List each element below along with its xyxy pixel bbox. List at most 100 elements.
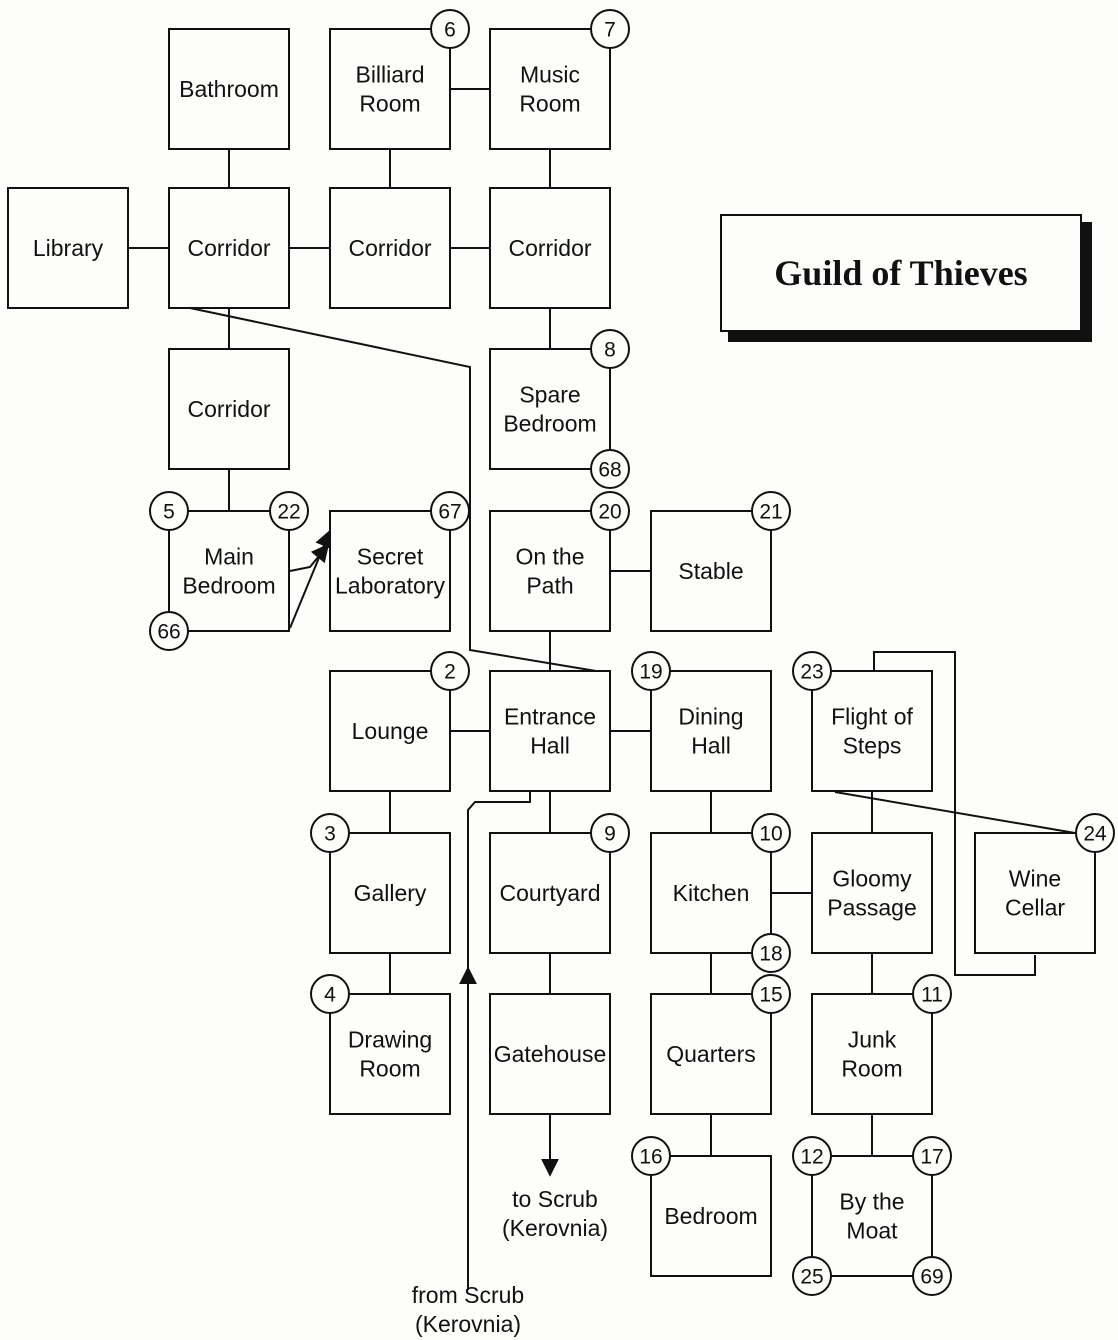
- room-label: Corridor: [348, 235, 431, 261]
- badge-number: 9: [604, 823, 616, 846]
- room-box: [489, 28, 611, 150]
- badge-number: 11: [921, 984, 943, 1007]
- location-number-badge: 5: [149, 491, 189, 531]
- badge-number: 66: [157, 621, 180, 644]
- badge-number: 7: [604, 19, 616, 42]
- room-box: [811, 832, 933, 954]
- room-label: Drawing: [348, 1027, 432, 1053]
- room-label: Bedroom: [503, 411, 596, 437]
- badge-number: 68: [598, 459, 621, 482]
- room-label: Steps: [843, 733, 902, 759]
- room-box: [489, 993, 611, 1115]
- exit-label-line: (Kerovnia): [415, 1311, 521, 1337]
- connection-lines: [128, 88, 1076, 1290]
- badge-number: 3: [324, 823, 336, 846]
- link-corridor-entrance: [189, 307, 597, 672]
- badge-number: 5: [163, 501, 175, 524]
- exit-label-line: (Kerovnia): [502, 1215, 608, 1241]
- location-number-badge: 15: [751, 974, 791, 1014]
- location-number-badge: 3: [310, 813, 350, 853]
- room-label: Moat: [846, 1218, 898, 1244]
- room-box: [168, 510, 290, 632]
- room-label: Hall: [691, 733, 731, 759]
- room-label: Music: [520, 62, 580, 88]
- badge-number: 22: [277, 501, 300, 524]
- room-library: Library: [7, 187, 129, 309]
- room-label: Kitchen: [673, 880, 750, 906]
- room-label: Secret: [357, 544, 424, 570]
- room-label: Quarters: [666, 1041, 755, 1067]
- room-box: [811, 670, 933, 792]
- room-lounge: Lounge 2: [329, 651, 470, 792]
- location-number-badge: 69: [912, 1256, 952, 1296]
- badge-number: 8: [604, 339, 616, 362]
- link-mainbed-secretlab-2: [289, 543, 330, 572]
- room-box: [329, 670, 451, 792]
- exit-label-to-scrub: to Scrub (Kerovnia): [502, 1186, 608, 1241]
- location-number-badge: 23: [792, 651, 832, 691]
- room-label: Dining: [678, 704, 743, 730]
- badge-number: 69: [920, 1266, 943, 1289]
- link-mainbed-secretlab: [289, 529, 333, 629]
- location-number-badge: 7: [590, 9, 630, 49]
- badge-number: 4: [324, 984, 336, 1007]
- room-courtyard: Courtyard 9: [489, 813, 630, 954]
- room-label: Room: [359, 1056, 420, 1082]
- room-box: [489, 670, 611, 792]
- location-number-badge: 20: [590, 491, 630, 531]
- location-number-badge: 2: [430, 651, 470, 691]
- room-label: Bathroom: [179, 76, 279, 102]
- badge-number: 23: [800, 661, 823, 684]
- room-label: Room: [841, 1056, 902, 1082]
- room-label: Laboratory: [335, 573, 445, 599]
- location-number-badge: 12: [792, 1136, 832, 1176]
- exit-label-line: to Scrub: [512, 1186, 598, 1212]
- room-box: [168, 348, 290, 470]
- room-label: Cellar: [1005, 895, 1065, 921]
- room-corridor2: Corridor: [329, 187, 451, 309]
- room-label: Gloomy: [832, 866, 912, 892]
- room-label: Hall: [530, 733, 570, 759]
- badge-number: 17: [920, 1146, 943, 1169]
- room-corridor3: Corridor: [489, 187, 611, 309]
- room-label: Junk: [848, 1027, 897, 1053]
- room-label: Room: [359, 91, 420, 117]
- location-number-badge: 68: [590, 449, 630, 489]
- room-label: Billiard: [355, 62, 424, 88]
- location-number-badge: 17: [912, 1136, 952, 1176]
- exit-label-line: from Scrub: [412, 1282, 524, 1308]
- room-label: Lounge: [352, 718, 429, 744]
- location-number-badge: 11: [912, 974, 952, 1014]
- room-box: [489, 510, 611, 632]
- badge-number: 12: [800, 1146, 823, 1169]
- room-label: By the: [839, 1189, 904, 1215]
- location-number-badge: 4: [310, 974, 350, 1014]
- room-label: Courtyard: [500, 880, 601, 906]
- room-bathroom: Bathroom: [168, 28, 290, 150]
- location-number-badge: 24: [1075, 813, 1115, 853]
- location-number-badge: 66: [149, 611, 189, 651]
- location-number-badge: 10: [751, 813, 791, 853]
- room-label: Gatehouse: [494, 1041, 607, 1067]
- room-corridor4: Corridor: [168, 348, 290, 470]
- room-label: Bedroom: [664, 1203, 757, 1229]
- badge-number: 2: [444, 661, 456, 684]
- room-box: [650, 510, 772, 632]
- room-label: Spare: [519, 382, 580, 408]
- room-label: Corridor: [508, 235, 591, 261]
- room-label: Bedroom: [182, 573, 275, 599]
- badge-number: 15: [759, 984, 782, 1007]
- room-box: [329, 510, 451, 632]
